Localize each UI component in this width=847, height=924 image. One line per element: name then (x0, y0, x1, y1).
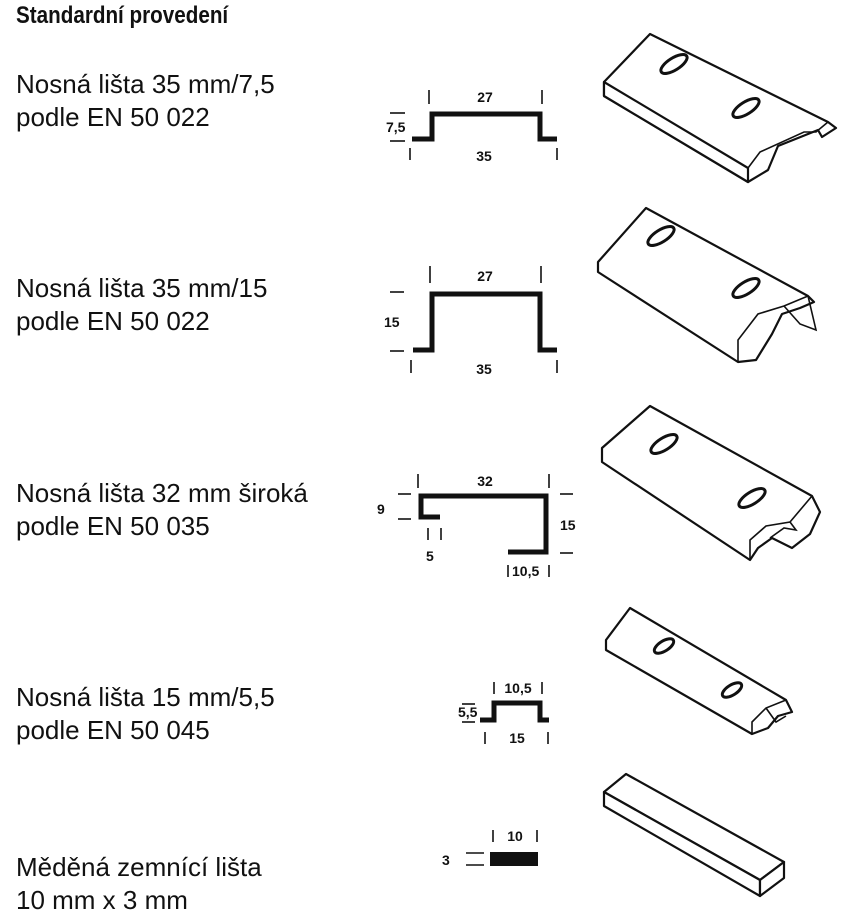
rail-standard: podle EN 50 022 (16, 102, 210, 132)
earth-bar-diagram: 10 3 (442, 828, 538, 868)
rail-35-15-label: Nosná lišta 35 mm/15 podle EN 50 022 (16, 272, 267, 338)
earth-bar-label: Měděná zemnící lišta 10 mm x 3 mm (16, 851, 262, 917)
rail-name: Nosná lišta 35 mm/15 (16, 273, 268, 303)
dim-left: 9 (377, 501, 385, 517)
dim-top: 27 (477, 268, 493, 284)
dim-side: 7,5 (386, 119, 406, 135)
rail-35-15-illustration (596, 206, 818, 364)
dim-top: 10,5 (504, 680, 531, 696)
rail-15-label: Nosná lišta 15 mm/5,5 podle EN 50 045 (16, 681, 275, 747)
rail-standard: podle EN 50 035 (16, 511, 210, 541)
dim-bottom: 10,5 (512, 563, 539, 579)
dim-top: 27 (477, 89, 493, 105)
profile-15-diagram: 10,5 15 5,5 (458, 680, 549, 746)
rail-standard: 10 mm x 3 mm (16, 885, 188, 915)
dim-side: 5,5 (458, 704, 478, 720)
profile-35-15-diagram: 27 35 15 (384, 266, 558, 377)
rail-32-label: Nosná lišta 32 mm široká podle EN 50 035 (16, 477, 308, 543)
earth-bar-illustration (602, 772, 786, 898)
rail-name: Nosná lišta 32 mm široká (16, 478, 308, 508)
profile-35-7-5-diagram: 27 35 7,5 (386, 89, 558, 164)
dim-side: 15 (384, 314, 400, 330)
dim-top: 32 (477, 473, 493, 489)
dim-top: 10 (507, 828, 523, 844)
rail-35-7-5-label: Nosná lišta 35 mm/7,5 podle EN 50 022 (16, 68, 275, 134)
page-title: Standardní provedení (16, 2, 229, 29)
dim-right: 15 (560, 517, 576, 533)
rail-35-7-5-illustration (602, 32, 838, 184)
rail-name: Nosná lišta 15 mm/5,5 (16, 682, 275, 712)
rail-standard: podle EN 50 022 (16, 306, 210, 336)
rail-15-illustration (604, 606, 794, 736)
dim-bottom: 15 (509, 730, 525, 746)
rail-name: Nosná lišta 35 mm/7,5 (16, 69, 275, 99)
dim-lip: 5 (426, 548, 434, 564)
dim-side: 3 (442, 852, 450, 868)
rail-name: Měděná zemnící lišta (16, 852, 262, 882)
rail-standard: podle EN 50 045 (16, 715, 210, 745)
rail-32-illustration (600, 404, 822, 562)
profile-32-diagram: 32 9 15 5 10,5 (377, 473, 576, 579)
dim-bottom: 35 (476, 148, 492, 164)
dim-bottom: 35 (476, 361, 492, 377)
